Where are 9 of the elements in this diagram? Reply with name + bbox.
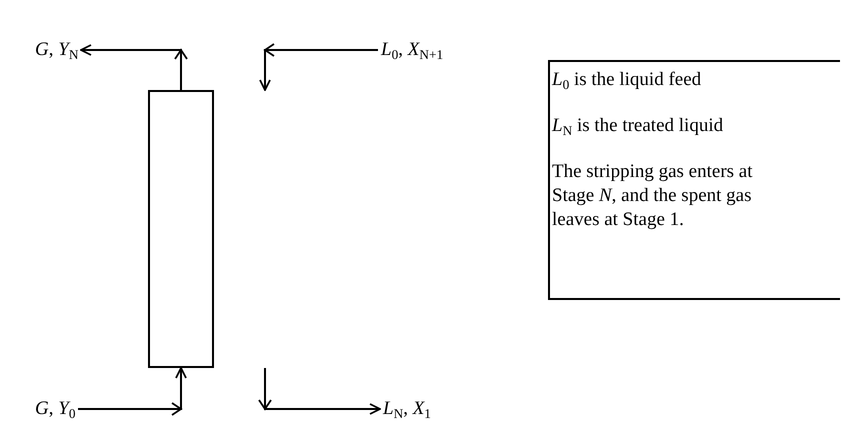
note-text: L$_{N}$ is the treated liquid (552, 114, 724, 138)
column-box (148, 90, 214, 368)
note-box (548, 60, 840, 300)
stream-label: L$_{N}$, X$_{1}$ (380, 397, 434, 421)
stream-label: G, Y$_{0}$ (32, 397, 78, 421)
note-text: The stripping gas enters at Stage N, and the spent gas leaves at Stage 1. (552, 160, 754, 232)
stream-label: L$_{0}$, X$_{N+1}$ (378, 38, 446, 62)
stream-label: G, Y$_{N}$ (32, 38, 82, 62)
note-text: L$_{0}$ is the liquid feed (552, 68, 702, 92)
